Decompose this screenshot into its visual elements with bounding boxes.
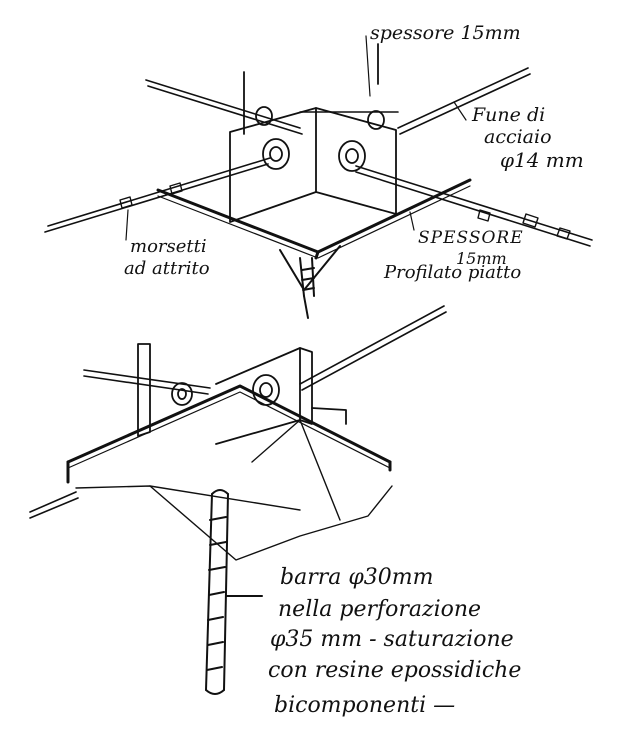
lower-anchor-bar [205, 489, 263, 695]
label-morsetti-line1: morsetti [130, 236, 207, 257]
label-spessore-plate-value: 15mm [456, 249, 507, 268]
upper-nuts [255, 106, 385, 172]
label-fune-line2: acciaio [484, 126, 552, 148]
lower-assembly [29, 305, 447, 695]
label-barra-line2: nella perforazione [278, 597, 482, 622]
label-morsetti-line2: ad attrito [124, 258, 210, 279]
label-fune-line3: φ14 mm [500, 148, 584, 172]
upper-anchor-bar [279, 245, 341, 319]
label-barra-line3: φ35 mm - saturazione [270, 627, 514, 652]
label-spessore-top: spessore 15mm [370, 22, 521, 44]
label-barra-line1: barra φ30mm [280, 565, 434, 590]
upper-leaders [125, 35, 467, 241]
upper-clamps [119, 182, 571, 240]
upper-base-plate [156, 178, 472, 260]
lower-ground-surface [75, 419, 393, 561]
label-fune-line1: Fune di [472, 104, 546, 126]
lower-vertical-plates [137, 343, 347, 445]
upper-assembly [44, 35, 593, 319]
label-barra-line5: bicomponenti — [274, 693, 456, 718]
upper-vertical-plates [229, 43, 397, 223]
label-spessore-plate: SPESSORE [418, 228, 524, 248]
label-profilato: Profilato piatto [384, 262, 522, 283]
lower-steel-cables [29, 305, 447, 519]
lower-base-plate [66, 384, 392, 484]
label-barra-line4: con resine epossidiche [268, 658, 522, 683]
